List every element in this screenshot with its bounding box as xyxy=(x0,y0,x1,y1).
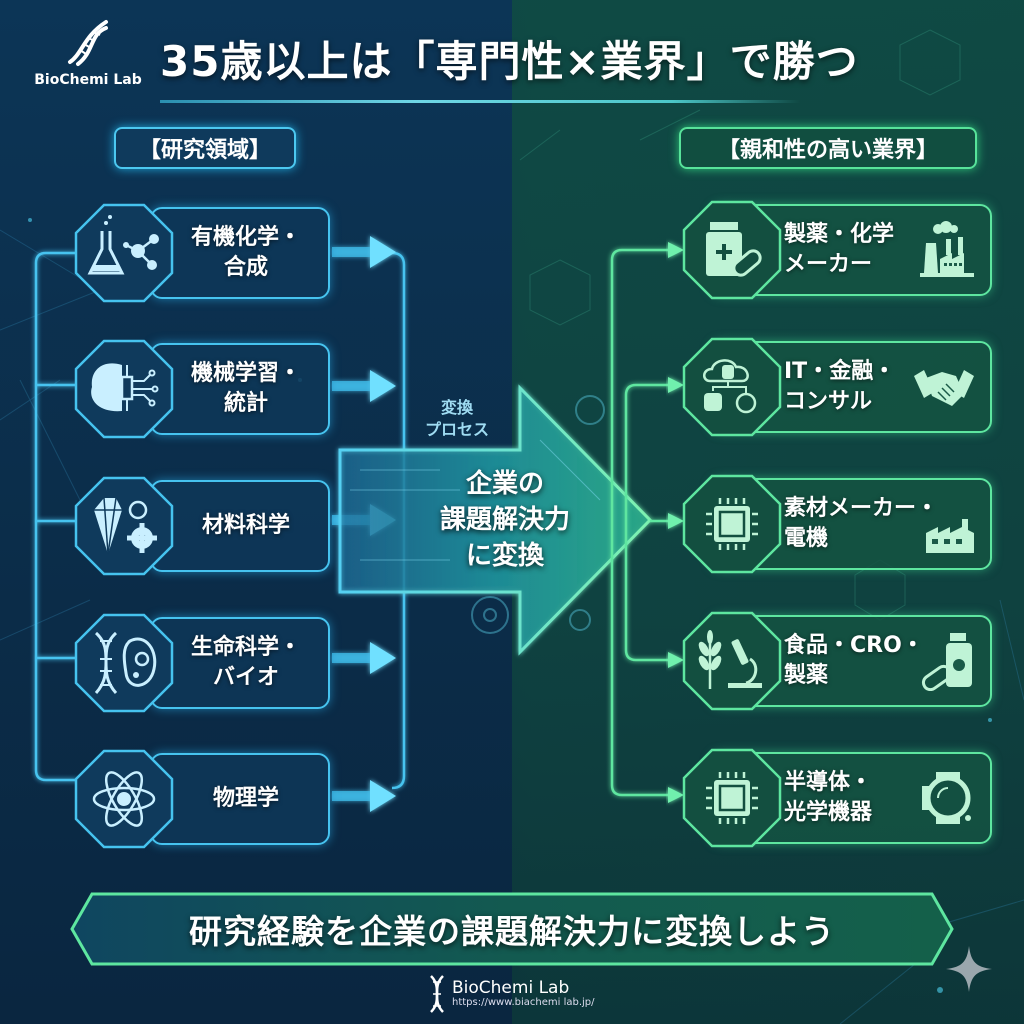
research-card-physics: 物理学 xyxy=(150,753,330,845)
chip-icon xyxy=(680,746,784,850)
page-title: 35歳以上は「専門性×業界」で勝つ xyxy=(160,37,859,86)
card-label-line2: バイオ xyxy=(212,665,279,690)
bottom-banner-text: 研究経験を企業の課題解決力に変換しよう xyxy=(189,912,835,951)
research-card-life-science: 生命科学・バイオ xyxy=(150,617,330,709)
arrow-text-line3: に変換 xyxy=(465,541,544,571)
footer-brand: BioChemi Lab https://www.biachemi lab.jp… xyxy=(428,974,595,1014)
card-label-line1: 素材メーカー・ xyxy=(784,496,939,521)
factory-smoke-icon xyxy=(920,221,974,277)
chip-icon xyxy=(680,472,784,576)
dna-cell-icon xyxy=(72,611,176,715)
card-label-line1: IT・金融・ xyxy=(784,359,896,384)
card-label-line1: 製薬・化学 xyxy=(784,222,895,247)
research-field-heading: 【研究領域】 xyxy=(114,127,296,169)
dna-logo-icon xyxy=(68,20,108,66)
card-label-line1: 生命科学・ xyxy=(190,635,301,660)
industry-heading: 【親和性の高い業界】 xyxy=(679,127,977,169)
card-label: 材料科学 xyxy=(201,513,290,538)
card-label-line1: 半導体・ xyxy=(784,770,873,795)
research-card-machine-learning: 機械学習・統計 xyxy=(150,343,330,435)
medicine-bottle-pill-icon xyxy=(680,198,784,302)
lens-icon xyxy=(922,772,971,824)
card-label-line1: 機械学習・ xyxy=(190,361,301,386)
research-card-materials-science: 材料科学 xyxy=(150,480,330,572)
process-label-line1: 変換 xyxy=(440,398,473,417)
process-label: 変換 プロセス xyxy=(412,397,502,441)
arrow-text-line1: 企業の xyxy=(465,469,544,499)
card-label-line2: 統計 xyxy=(223,391,268,416)
crystal-gear-icon xyxy=(72,474,176,578)
factory-icon xyxy=(926,519,974,554)
card-label-line2: 電機 xyxy=(784,526,829,551)
sparkle-icon xyxy=(946,946,992,992)
card-label-line2: メーカー xyxy=(784,252,873,277)
card-label-line2: 光学機器 xyxy=(784,800,873,825)
wheat-microscope-icon xyxy=(680,609,784,713)
title-underline xyxy=(160,100,800,103)
brain-circuit-icon xyxy=(72,337,176,441)
cloud-database-money-icon xyxy=(680,335,784,439)
arrow-text-line2: 課題解決力 xyxy=(439,505,570,535)
flask-molecule-icon xyxy=(72,201,176,305)
process-label-line2: プロセス xyxy=(424,420,489,439)
pill-bottle-icon xyxy=(921,633,972,691)
arrow-text: 企業の 課題解決力 に変換 xyxy=(412,466,598,574)
card-label-line1: 有機化学・ xyxy=(190,225,301,250)
dna-icon xyxy=(430,975,444,1013)
handshake-icon xyxy=(914,370,974,406)
card-label-line1: 食品・CRO・ xyxy=(784,633,924,658)
bottom-banner-shape xyxy=(70,892,954,966)
card-label-line2: コンサル xyxy=(784,389,873,414)
brand-logo: BioChemi Lab xyxy=(28,14,148,88)
research-card-organic-chemistry: 有機化学・合成 xyxy=(150,207,330,299)
logo-text: BioChemi Lab xyxy=(34,72,142,88)
card-label: 物理学 xyxy=(212,786,279,811)
footer-brand-name: BioChemi Lab xyxy=(452,978,570,998)
card-label-line2: 製薬 xyxy=(784,663,829,688)
card-label-line2: 合成 xyxy=(223,255,268,280)
atom-icon xyxy=(72,747,176,851)
footer-url: https://www.biachemi lab.jp/ xyxy=(452,997,595,1008)
transformation-arrow xyxy=(338,384,653,656)
